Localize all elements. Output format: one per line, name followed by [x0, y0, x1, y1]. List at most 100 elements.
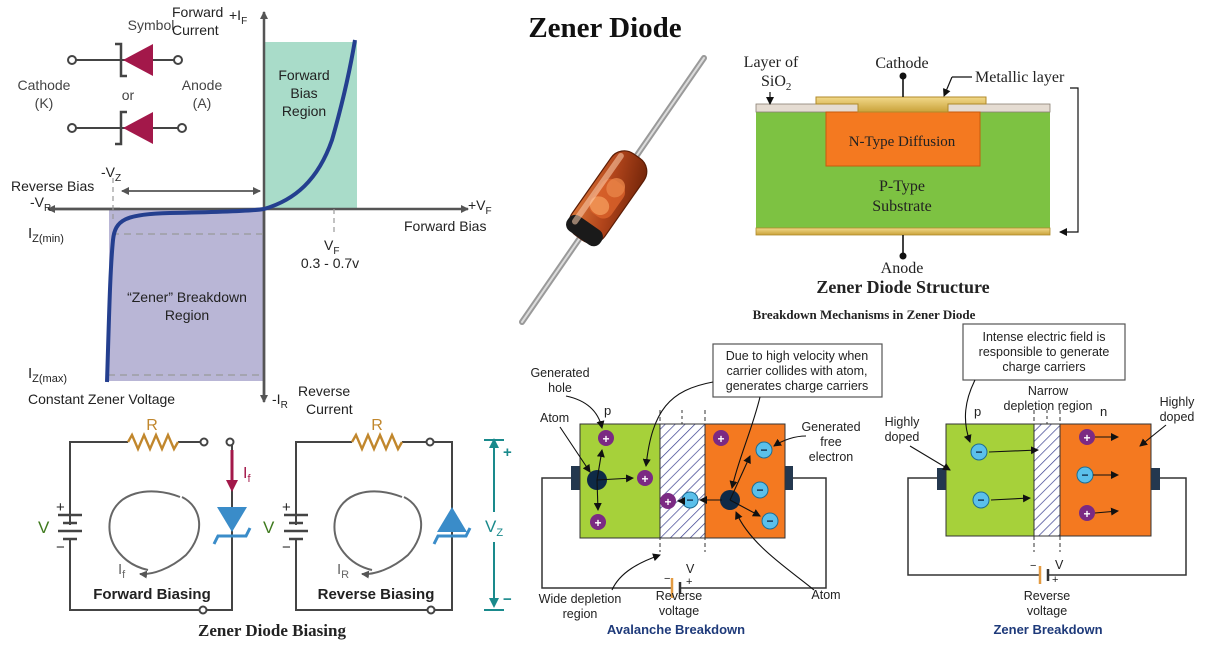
narrow-depletion-region	[1033, 423, 1061, 537]
svg-text:+: +	[664, 495, 671, 509]
svg-text:−: −	[760, 443, 767, 457]
svg-text:+: +	[641, 472, 648, 486]
reverse-voltage-label-2: voltage	[659, 604, 699, 618]
plus-if-label: +IF	[229, 7, 247, 27]
forward-current-label-1: Forward	[172, 4, 223, 20]
generated-free-label-2: free	[820, 435, 842, 449]
biasing-caption: Zener Diode Biasing	[198, 621, 346, 640]
bottom-metal-layer	[755, 227, 1051, 236]
reverse-bias-label: Reverse Bias	[11, 178, 94, 194]
svg-text:−: −	[977, 493, 984, 507]
sio2-label: SiO2	[761, 73, 791, 93]
narrow-depletion-label-1: Narrow	[1028, 384, 1069, 398]
zener-callout-line-2: responsible to generate	[979, 345, 1110, 359]
electron-icon: −	[681, 491, 699, 509]
generated-free-label-1: Generated	[801, 420, 860, 434]
zener-structure-diagram: N-Type Diffusion P-Type Substrate Layer …	[744, 54, 1079, 297]
electron-icon: −	[1076, 466, 1094, 484]
electron-icon: −	[755, 441, 773, 459]
svg-text:+: +	[594, 516, 601, 530]
zener-reverse-voltage-label-1: Reverse	[1024, 589, 1071, 603]
iv-curve	[105, 39, 357, 383]
battery-icon: + −	[56, 499, 82, 556]
p-label: p	[604, 403, 611, 418]
vz-label: VZ	[485, 517, 503, 539]
ir-loop-label: IR	[337, 561, 349, 581]
highly-doped-right-label-1: Highly	[1160, 395, 1195, 409]
svg-text:−: −	[56, 539, 65, 556]
zener-p-label: p	[974, 404, 981, 419]
n-type-diffusion	[825, 111, 981, 167]
hole-icon: +	[637, 470, 653, 486]
zener-reverse-voltage-label-2: voltage	[1027, 604, 1067, 618]
zener-battery-minus: −	[1030, 560, 1036, 572]
zener-region-label-1: “Zener” Breakdown	[127, 289, 247, 305]
electron-icon: −	[972, 491, 990, 509]
highly-doped-left-label-2: doped	[885, 430, 920, 444]
diode-symbol-top-icon	[67, 42, 183, 78]
p-type-label-2: Substrate	[872, 198, 932, 215]
svg-text:+: +	[1083, 507, 1090, 521]
electron-icon: −	[970, 443, 988, 461]
atom-left-label: Atom	[540, 411, 569, 425]
metallic-layer-label: Metallic layer	[975, 69, 1065, 86]
cathode-k-label: (K)	[35, 95, 54, 111]
reverse-biasing-circuit: R + − V IR Reverse Biasing + − VZ	[263, 417, 512, 615]
diode-symbol-bottom-icon	[67, 110, 187, 146]
battery-icon: + −	[282, 499, 308, 556]
hole-icon: +	[1079, 505, 1095, 521]
hole-icon: +	[590, 514, 606, 530]
electron-icon: −	[751, 481, 769, 499]
avalanche-callout-box	[712, 343, 883, 398]
vf-label: VF	[324, 237, 339, 257]
source-voltage-label: V	[38, 518, 50, 537]
avalanche-battery-minus: −	[664, 573, 670, 585]
svg-text:−: −	[756, 483, 763, 497]
svg-text:−: −	[975, 445, 982, 459]
minus-vz-label: -VZ	[101, 164, 121, 184]
highly-doped-right-label-2: doped	[1160, 410, 1195, 424]
if-loop-label: If	[118, 561, 126, 581]
narrow-depletion-label-2: depletion region	[1004, 399, 1093, 413]
vz-minus-label: −	[503, 591, 512, 608]
loop-current-arrow	[333, 490, 403, 571]
structure-caption: Zener Diode Structure	[816, 277, 989, 297]
minus-ir-label: -IR	[272, 391, 288, 411]
hole-icon: +	[1079, 429, 1095, 445]
zener-battery-plus: +	[1052, 574, 1058, 586]
svg-text:−: −	[766, 514, 773, 528]
vz-plus-label: +	[503, 444, 512, 461]
zener-diode-icon	[212, 507, 252, 545]
generated-hole-label-1: Generated	[530, 366, 589, 380]
avalanche-v-label: V	[686, 562, 695, 576]
anode-a-label: (A)	[193, 95, 212, 111]
forward-biasing-label: Forward Biasing	[93, 586, 211, 603]
minus-vr-label: -VR	[30, 194, 51, 214]
generated-hole-label-2: hole	[548, 381, 572, 395]
p-type-label-1: P-Type	[879, 178, 925, 195]
n-region	[1059, 423, 1152, 537]
source-voltage-label: V	[263, 518, 275, 537]
metallic-pointer-bottom	[1059, 87, 1079, 236]
anode-label: Anode	[182, 77, 223, 93]
avalanche-breakdown-diagram: + + + + + − − − − Due to high velocity w…	[530, 343, 883, 637]
highly-doped-left-label-1: Highly	[885, 415, 920, 429]
cathode-label: Cathode	[875, 55, 928, 72]
loop-current-arrow-head	[139, 496, 201, 579]
cathode-terminal	[899, 72, 907, 80]
iz-max-label: IZ(max)	[28, 365, 67, 385]
zener-n-label: n	[1100, 404, 1107, 419]
avalanche-battery-plus: +	[686, 576, 692, 588]
or-label: or	[122, 87, 135, 103]
reverse-current-label-2: Current	[306, 401, 353, 417]
svg-text:−: −	[686, 493, 693, 507]
zener-v-label: V	[1055, 558, 1064, 572]
hole-icon: +	[660, 493, 676, 509]
avalanche-callout-line-2: carrier collides with atom,	[726, 364, 867, 378]
layer-of-label: Layer of	[744, 54, 799, 71]
forward-bias-region-label-2: Bias	[290, 85, 317, 101]
anode-terminal	[899, 252, 907, 260]
small-battery-icon	[666, 578, 690, 598]
